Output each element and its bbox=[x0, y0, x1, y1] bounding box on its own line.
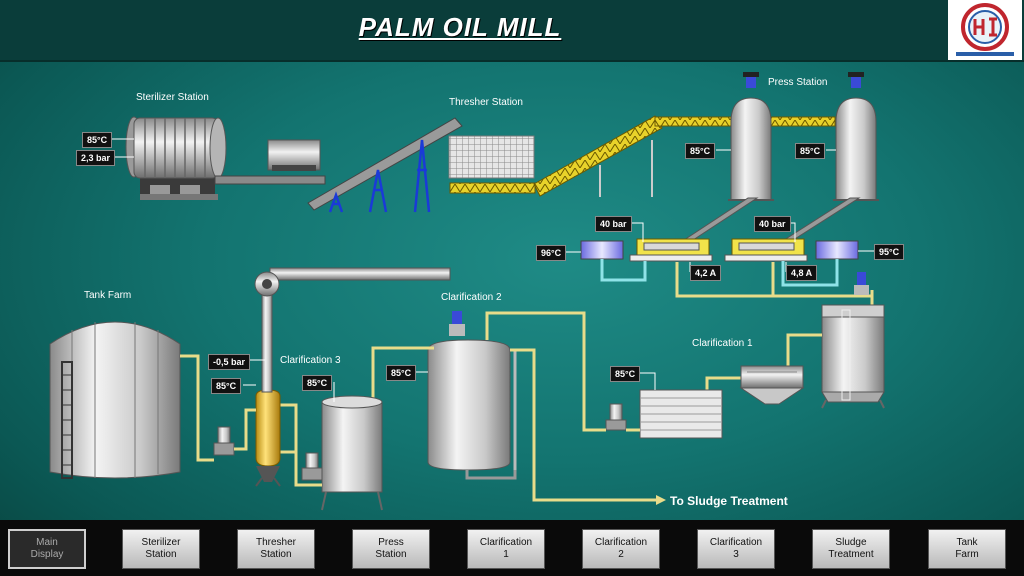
hot-water-tank-1[interactable] bbox=[580, 240, 624, 260]
nav-label: Station bbox=[145, 549, 177, 560]
clarification-3-tank[interactable] bbox=[321, 395, 383, 511]
nav-label: Tank bbox=[956, 537, 978, 548]
clarification-1-temp-readout: 85°C bbox=[610, 366, 641, 382]
sludge-treatment-label: To Sludge Treatment bbox=[670, 494, 788, 508]
digester-1[interactable] bbox=[728, 72, 774, 201]
sterilizer-temp-readout: 85°C bbox=[82, 132, 113, 148]
hot-water-1-temp-readout: 96°C bbox=[536, 245, 567, 261]
screw-press-1[interactable] bbox=[629, 238, 713, 262]
process-diagram bbox=[49, 72, 885, 511]
press-1-current-readout: 4,2 A bbox=[690, 265, 722, 281]
clar1-pump[interactable] bbox=[605, 403, 627, 431]
sludge-arrow-icon bbox=[656, 495, 666, 505]
nav-label: 2 bbox=[618, 549, 624, 560]
clarification-1-settling-tank[interactable] bbox=[739, 365, 805, 405]
sterilizer-rail bbox=[214, 139, 326, 185]
nav-label: Clarification bbox=[479, 537, 533, 548]
tank-farm-pump[interactable] bbox=[213, 426, 235, 456]
hot-water-2-temp-readout: 95°C bbox=[874, 244, 905, 260]
clarification-1-oil-tank[interactable] bbox=[639, 389, 723, 439]
nav-label: Clarification bbox=[709, 537, 763, 548]
vacuum-pressure-readout: -0,5 bar bbox=[208, 354, 251, 370]
nav-label: Sterilizer bbox=[141, 537, 181, 548]
clarification-3-label: Clarification 3 bbox=[280, 355, 341, 366]
nav-label: Display bbox=[30, 549, 64, 560]
nav-label: Thresher bbox=[255, 537, 296, 548]
page-title: PALM OIL MILL bbox=[358, 12, 562, 42]
hot-water-tank-2[interactable] bbox=[815, 240, 859, 260]
sterilizer-vessel[interactable] bbox=[125, 116, 227, 200]
clarification-2-temp-readout: 85°C bbox=[386, 365, 417, 381]
digester-1-temp-readout: 85°C bbox=[685, 143, 716, 159]
nav-label: Station bbox=[260, 549, 292, 560]
clarification-2-label: Clarification 2 bbox=[441, 292, 502, 303]
nav-label: Clarification bbox=[594, 537, 648, 548]
header-bar: PALM OIL MILL bbox=[0, 0, 1024, 62]
nav-label: Sludge bbox=[835, 537, 867, 548]
sterilizer-pressure-readout: 2,3 bar bbox=[76, 150, 116, 166]
clarification-1-tower[interactable] bbox=[821, 272, 885, 409]
storage-tank[interactable] bbox=[49, 321, 181, 479]
company-logo bbox=[948, 0, 1022, 60]
tank-farm-pipes bbox=[180, 354, 256, 462]
logo-emblem-icon bbox=[956, 3, 1014, 56]
clar1-transfer-pipe bbox=[705, 333, 822, 390]
clar3-pipes bbox=[280, 403, 322, 487]
clar3-pump[interactable] bbox=[301, 452, 323, 481]
nav-label: Press bbox=[378, 537, 404, 548]
press-station-label: Press Station bbox=[768, 77, 828, 88]
clarification-2-tank[interactable] bbox=[427, 311, 517, 480]
nav-label: 3 bbox=[733, 549, 739, 560]
thresher-station-label: Thresher Station bbox=[449, 97, 523, 108]
nav-label: Farm bbox=[955, 549, 979, 560]
nav-label: 1 bbox=[503, 549, 509, 560]
digester-2[interactable] bbox=[833, 72, 879, 201]
clar2-pipes bbox=[371, 311, 660, 502]
vacuum-dryer[interactable] bbox=[255, 389, 281, 487]
digester-2-temp-readout: 85°C bbox=[795, 143, 826, 159]
nav-label: Treatment bbox=[828, 549, 874, 560]
vacuum-line bbox=[254, 267, 451, 393]
clarification-1-label: Clarification 1 bbox=[692, 338, 753, 349]
nav-label: Station bbox=[375, 549, 407, 560]
leader-lines bbox=[112, 138, 874, 402]
press-feed-conveyor bbox=[533, 115, 663, 197]
sterilizer-station-label: Sterilizer Station bbox=[136, 92, 209, 103]
nav-label: Main bbox=[36, 537, 58, 548]
thresher-incline-conveyor bbox=[307, 117, 463, 213]
screw-press-2[interactable] bbox=[724, 238, 808, 262]
hot-water-piping bbox=[600, 259, 839, 287]
tank-farm-label: Tank Farm bbox=[84, 290, 132, 301]
crude-oil-pipe bbox=[675, 262, 874, 308]
thresher-bottom-conveyor bbox=[449, 182, 536, 194]
thresher-drum[interactable] bbox=[448, 135, 535, 179]
clarification-3-temp-readout: 85°C bbox=[302, 375, 333, 391]
press-1-pressure-readout: 40 bar bbox=[595, 216, 632, 232]
press-2-pressure-readout: 40 bar bbox=[754, 216, 791, 232]
vacuum-dryer-temp-readout: 85°C bbox=[211, 378, 242, 394]
press-2-current-readout: 4,8 A bbox=[786, 265, 818, 281]
